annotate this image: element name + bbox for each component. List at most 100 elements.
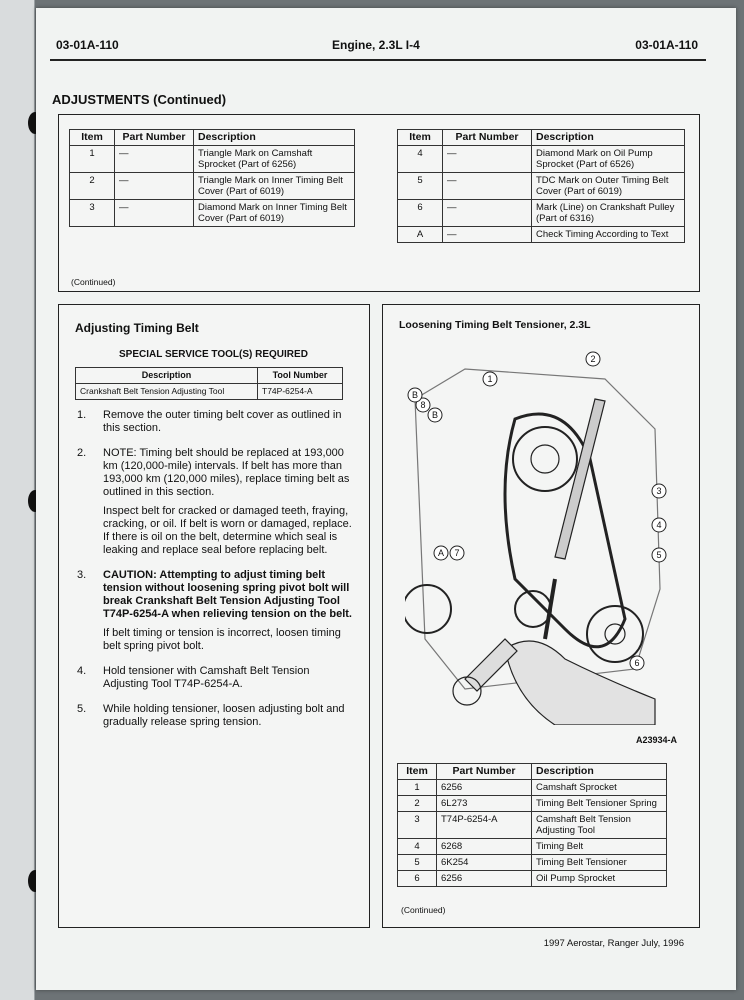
continued-note: (Continued) bbox=[71, 277, 116, 287]
desc-cell: Mark (Line) on Crankshaft Pulley (Part o… bbox=[531, 199, 685, 227]
item-cell: 2 bbox=[69, 172, 115, 200]
part-cell: — bbox=[442, 145, 532, 173]
sprocket-hub bbox=[530, 444, 560, 474]
step-number: 3. bbox=[77, 569, 87, 581]
callout-label: B bbox=[432, 410, 438, 420]
callout-marker bbox=[585, 351, 601, 367]
legend-panel: Item Part Number Description 1 — Triangl… bbox=[58, 114, 700, 292]
step-text: Hold tensioner with Camshaft Belt Tensio… bbox=[103, 665, 310, 690]
table-row: 6 6256 Oil Pump Sprocket bbox=[397, 870, 667, 887]
figure-panel: Loosening Timing Belt Tensioner, 2.3L bbox=[382, 304, 700, 928]
procedure-title: Adjusting Timing Belt bbox=[75, 321, 199, 335]
col-description: Description bbox=[75, 367, 258, 384]
item-cell: 3 bbox=[397, 811, 437, 839]
callout-label: 1 bbox=[487, 374, 492, 384]
part-cell: 6256 bbox=[436, 779, 532, 796]
desc-cell: Oil Pump Sprocket bbox=[531, 870, 667, 887]
item-cell: 2 bbox=[397, 795, 437, 812]
item-cell: 4 bbox=[397, 145, 443, 173]
tension-tool bbox=[554, 398, 606, 560]
list-item: 5. While holding tensioner, loosen adjus… bbox=[77, 703, 353, 735]
callout-label: B bbox=[412, 390, 418, 400]
table-row: 1 — Triangle Mark on Camshaft Sprocket (… bbox=[69, 145, 355, 173]
desc-cell: Triangle Mark on Camshaft Sprocket (Part… bbox=[193, 145, 355, 173]
desc-cell: Check Timing According to Text bbox=[531, 226, 685, 243]
callout-marker bbox=[449, 545, 465, 561]
part-cell: T74P-6254-A bbox=[436, 811, 532, 839]
callout-label: 7 bbox=[454, 548, 459, 558]
figure-id: A23934-A bbox=[635, 735, 677, 745]
list-item: 2. NOTE: Timing belt should be replaced … bbox=[77, 447, 353, 563]
table-row: 5 6K254 Timing Belt Tensioner bbox=[397, 854, 667, 871]
desc-cell: Diamond Mark on Oil Pump Sprocket (Part … bbox=[531, 145, 685, 173]
continued-note: (Continued) bbox=[401, 905, 446, 915]
callout-label: 2 bbox=[590, 354, 595, 364]
part-cell: 6268 bbox=[436, 838, 532, 855]
col-item: Item bbox=[397, 763, 437, 780]
table-row: 2 6L273 Timing Belt Tensioner Spring bbox=[397, 795, 667, 812]
figure-title: Loosening Timing Belt Tensioner, 2.3L bbox=[399, 319, 591, 331]
sprocket-hub bbox=[604, 623, 626, 645]
list-item: 3. CAUTION: Attempting to adjust timing … bbox=[77, 569, 353, 659]
legend-table-right: Item Part Number Description 4 — Diamond… bbox=[397, 129, 685, 243]
part-cell: — bbox=[114, 172, 194, 200]
callout-marker bbox=[415, 397, 431, 413]
part-cell: 6K254 bbox=[436, 854, 532, 871]
col-part-number: Part Number bbox=[114, 129, 194, 146]
item-cell: 1 bbox=[397, 779, 437, 796]
desc-cell: TDC Mark on Outer Timing Belt Cover (Par… bbox=[531, 172, 685, 200]
callout-label: 5 bbox=[656, 550, 661, 560]
callout-marker bbox=[651, 483, 667, 499]
callout-marker bbox=[482, 371, 498, 387]
col-item: Item bbox=[397, 129, 443, 146]
table-row: 2 — Triangle Mark on Inner Timing Belt C… bbox=[69, 172, 355, 200]
table-row: A — Check Timing According to Text bbox=[397, 226, 685, 243]
desc-cell: Timing Belt bbox=[531, 838, 667, 855]
table-row: 4 — Diamond Mark on Oil Pump Sprocket (P… bbox=[397, 145, 685, 173]
step-number: 1. bbox=[77, 409, 87, 421]
col-item: Item bbox=[69, 129, 115, 146]
procedure-steps: 1. Remove the outer timing belt cover as… bbox=[77, 409, 353, 741]
table-row: 3 — Diamond Mark on Inner Timing Belt Co… bbox=[69, 199, 355, 227]
callout-marker bbox=[427, 407, 443, 423]
table-row: 6 — Mark (Line) on Crankshaft Pulley (Pa… bbox=[397, 199, 685, 227]
col-description: Description bbox=[531, 763, 667, 780]
callout-label: 8 bbox=[420, 400, 425, 410]
callout-marker bbox=[651, 517, 667, 533]
camshaft-sprocket bbox=[512, 426, 578, 492]
table-row: 4 6268 Timing Belt bbox=[397, 838, 667, 855]
col-part-number: Part Number bbox=[436, 763, 532, 780]
part-cell: — bbox=[114, 199, 194, 227]
part-cell: — bbox=[442, 172, 532, 200]
oil-pump-sprocket bbox=[586, 605, 644, 663]
figure-legend-table: Item Part Number Description 1 6256 Cams… bbox=[397, 763, 667, 887]
section-title: ADJUSTMENTS (Continued) bbox=[52, 92, 227, 107]
step-caution-text: CAUTION: Attempting to adjust timing bel… bbox=[103, 569, 352, 620]
list-item: 4. Hold tensioner with Camshaft Belt Ten… bbox=[77, 665, 353, 697]
step-text: NOTE: Timing belt should be replaced at … bbox=[103, 447, 350, 498]
item-cell: 4 bbox=[397, 838, 437, 855]
timing-belt-illustration: 1 2 3 4 5 6 7 8 B A B bbox=[405, 351, 667, 725]
step-text: While holding tensioner, loosen adjustin… bbox=[103, 703, 345, 728]
list-item: 1. Remove the outer timing belt cover as… bbox=[77, 409, 353, 441]
part-cell: — bbox=[114, 145, 194, 173]
step-number: 4. bbox=[77, 665, 87, 677]
tools-heading: SPECIAL SERVICE TOOL(S) REQUIRED bbox=[119, 349, 308, 360]
callout-marker bbox=[651, 547, 667, 563]
tools-table: Description Tool Number Crankshaft Belt … bbox=[75, 367, 343, 400]
callout-label: 4 bbox=[656, 520, 661, 530]
tool-number-cell: T74P-6254-A bbox=[257, 383, 343, 400]
desc-cell: Camshaft Belt Tension Adjusting Tool bbox=[531, 811, 667, 839]
timing-belt bbox=[503, 412, 627, 649]
manual-page: 03-01A-110 Engine, 2.3L I-4 03-01A-110 A… bbox=[36, 8, 736, 990]
item-cell: A bbox=[397, 226, 443, 243]
callout-label: 3 bbox=[656, 486, 661, 496]
item-cell: 5 bbox=[397, 854, 437, 871]
col-tool-number: Tool Number bbox=[257, 367, 343, 384]
item-cell: 3 bbox=[69, 199, 115, 227]
engine-outline bbox=[414, 368, 661, 690]
desc-cell: Triangle Mark on Inner Timing Belt Cover… bbox=[193, 172, 355, 200]
callout-marker bbox=[433, 545, 449, 561]
callout-label: 6 bbox=[634, 658, 639, 668]
callout-label: A bbox=[438, 548, 444, 558]
